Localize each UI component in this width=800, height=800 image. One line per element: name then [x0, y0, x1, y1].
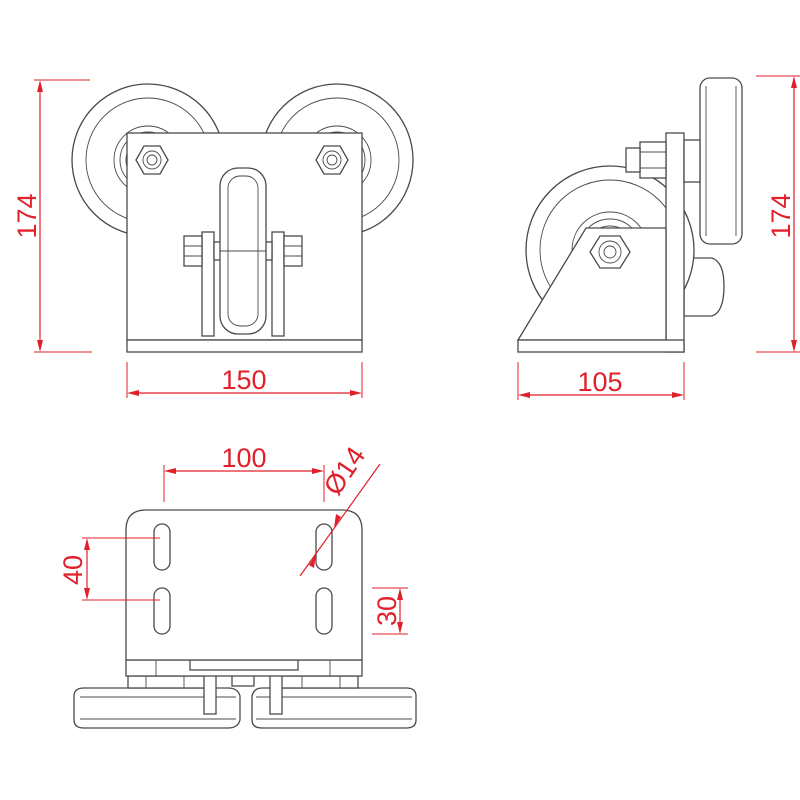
dim-slot-spacing: 40 [58, 537, 160, 601]
plan-view [73, 509, 417, 729]
front-right-nut [315, 145, 349, 175]
slot-upper-left [153, 523, 171, 571]
dim-front-width-label: 150 [221, 365, 266, 395]
dim-slot-length: 30 [372, 587, 408, 635]
front-view [71, 83, 414, 353]
side-axle-nut [589, 235, 631, 269]
dim-front-width: 150 [126, 362, 363, 398]
side-mount-plate [665, 132, 685, 353]
dim-hole-diameter-label: Ø14 [318, 441, 371, 500]
dim-side-depth-label: 105 [577, 367, 622, 397]
dim-front-height: 174 [12, 79, 92, 353]
side-hub [683, 257, 725, 317]
side-base-plate [517, 339, 685, 353]
dim-front-height-label: 174 [12, 193, 42, 238]
side-guide-bolt [625, 139, 701, 183]
front-left-nut [135, 145, 169, 175]
dim-slot-length-label: 30 [372, 596, 402, 626]
front-base-plate [126, 339, 363, 353]
dim-slot-spacing-label: 40 [58, 555, 88, 585]
plan-right-wheel [251, 687, 417, 729]
slot-lower-left [153, 587, 171, 635]
plan-back-plate [125, 509, 363, 661]
dim-hole-spacing: 100 [163, 443, 325, 502]
slot-lower-right [315, 587, 333, 635]
dim-side-height-label: 174 [766, 193, 796, 238]
plan-left-wheel [73, 687, 241, 729]
front-guide-wheel [183, 167, 303, 337]
dim-side-depth: 105 [517, 362, 685, 400]
side-view [516, 77, 743, 353]
slot-upper-right [315, 523, 333, 571]
dim-hole-spacing-label: 100 [221, 443, 266, 473]
dim-side-height: 174 [756, 75, 800, 353]
